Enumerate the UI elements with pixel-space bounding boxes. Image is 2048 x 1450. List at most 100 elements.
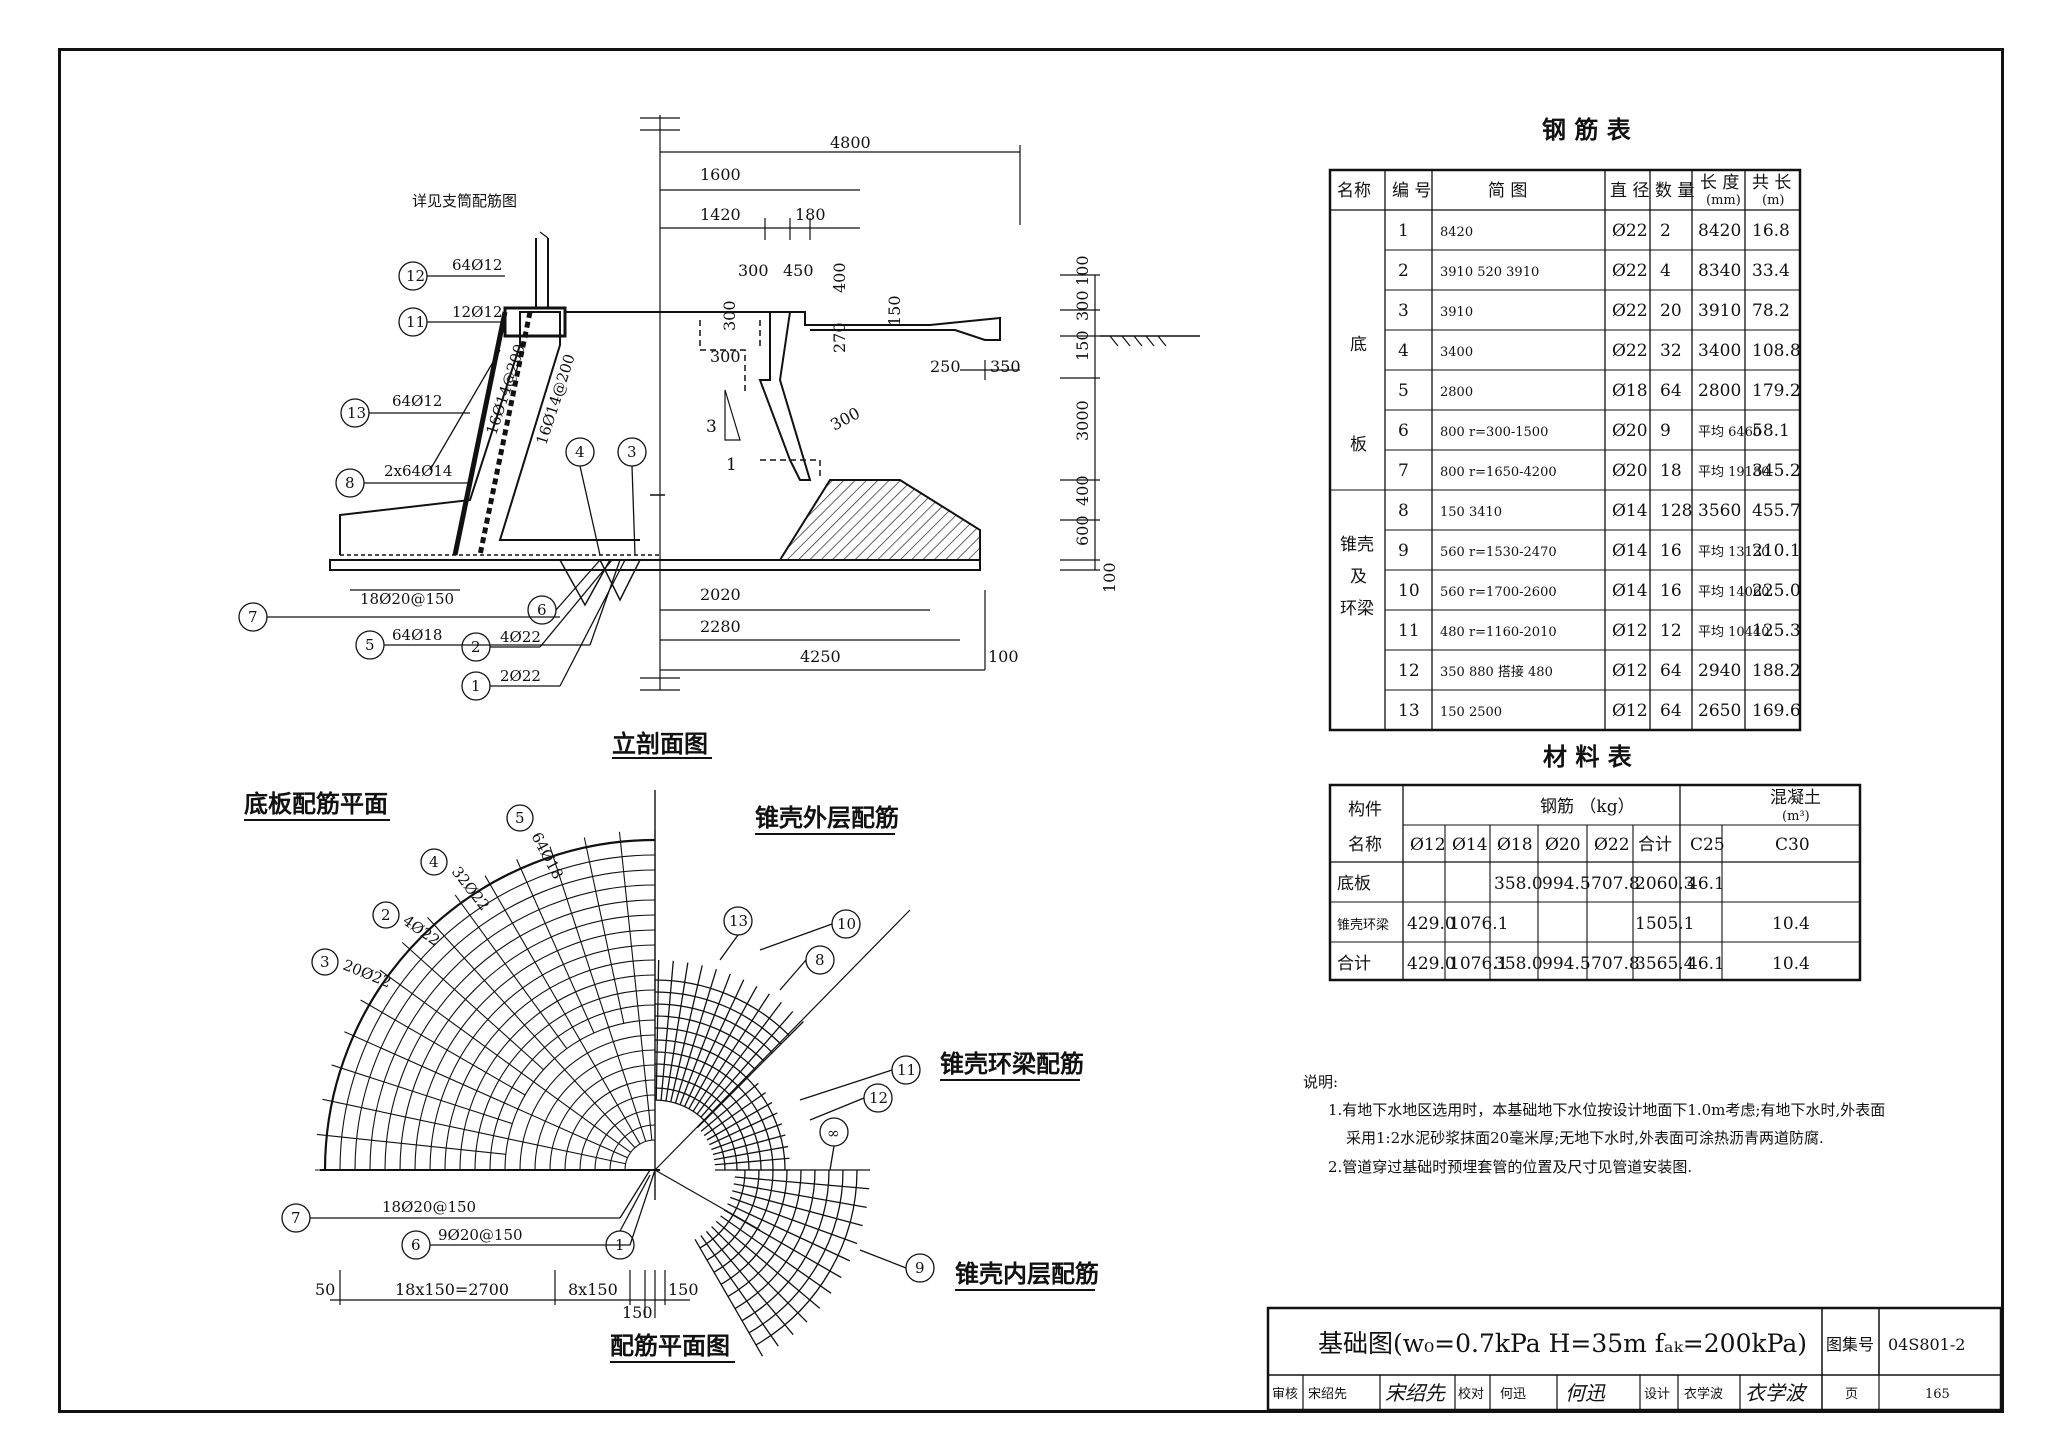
mat-row-value: 358.0 <box>1494 874 1543 894</box>
callout-2-text: 4Ø22 <box>500 628 541 646</box>
mat-sub-header: C25 <box>1690 835 1725 855</box>
dim-100b: 100 <box>988 647 1019 666</box>
dim-r3000: 3000 <box>1073 400 1092 441</box>
plan-callout-4: 4 <box>429 853 439 871</box>
rebar-row-total: 179.2 <box>1752 381 1801 401</box>
rebar-row-qty: 12 <box>1660 621 1682 641</box>
rebar-row-dia: Ø20 <box>1612 461 1648 481</box>
rebar-row-dia: Ø12 <box>1612 701 1648 721</box>
rebar-group-cone-2: 及 <box>1350 567 1367 587</box>
rebar-row-qty: 18 <box>1660 461 1682 481</box>
plan-dim-150a: 150 <box>622 1303 653 1322</box>
base-ring-bar <box>354 869 656 1171</box>
base-radial-bar <box>516 859 595 1034</box>
plan-callout-inf: ∞ <box>827 1124 840 1142</box>
rebar-row-dia: Ø14 <box>1612 541 1648 561</box>
base-ring-bar <box>429 944 656 1171</box>
dim-r100b: 100 <box>1100 562 1119 593</box>
rebar-row-shape: 480 r=1160-2010 <box>1440 625 1557 640</box>
plan-callouts <box>281 804 935 1283</box>
rebar-row-total: 169.6 <box>1752 701 1801 721</box>
rebar-row-shape: 2800 <box>1440 385 1473 400</box>
rebar-row-total: 125.3 <box>1752 621 1801 641</box>
plan-callout-5: 5 <box>515 809 525 827</box>
callout-1: 1 <box>471 677 481 695</box>
rebar-row-dia: Ø12 <box>1612 661 1648 681</box>
plan-callout-6: 6 <box>411 1236 421 1254</box>
rebar-row-total: 16.8 <box>1752 221 1790 241</box>
callout-4: 4 <box>575 443 585 461</box>
rebar-row-no: 6 <box>1398 421 1409 441</box>
callout-11: 11 <box>406 313 425 331</box>
base-radial-bar <box>427 916 636 1149</box>
dim-2020: 2020 <box>700 585 741 604</box>
rebar-row-shape: 800 r=300-1500 <box>1440 425 1548 440</box>
base-ring-bar <box>414 929 656 1171</box>
rebar-group-cone-3: 环梁 <box>1340 599 1374 619</box>
drawing-title: 基础图(w₀=0.7kPa H=35m fₐₖ=200kPa) <box>1318 1329 1807 1358</box>
callout-11-text: 12Ø12 <box>452 303 502 321</box>
rebar-row-len: 2940 <box>1698 661 1741 681</box>
dim-300c: 300 <box>710 347 741 366</box>
mat-row-value: 429.0 <box>1407 914 1456 934</box>
rebar-row-shape: 150 2500 <box>1440 705 1502 720</box>
plan-callout-12: 12 <box>869 1089 888 1107</box>
rebar-row-total: 455.7 <box>1752 501 1801 521</box>
check-label: 校对 <box>1458 1386 1484 1402</box>
rebar-row-total: 78.2 <box>1752 301 1790 321</box>
callout-8: 8 <box>345 474 355 492</box>
base-ring-bar <box>549 1064 656 1171</box>
callout-13: 13 <box>347 404 366 422</box>
rebar-row-no: 13 <box>1398 701 1420 721</box>
dim-r300: 300 <box>1073 290 1092 321</box>
cone-outer-radial <box>692 993 770 1112</box>
cone-inner-radial <box>729 1196 858 1245</box>
plan-callout-9: 9 <box>915 1259 925 1277</box>
cone-outer-radial <box>688 986 758 1110</box>
dim-400: 400 <box>830 262 849 293</box>
cone-inner-radial <box>700 1235 779 1347</box>
base-ring-bar <box>489 1004 656 1171</box>
mat-row-value: 358.0 <box>1494 954 1543 974</box>
rebar-row-shape: 560 r=1530-2470 <box>1440 545 1557 560</box>
callout-1-text: 2Ø22 <box>500 667 541 685</box>
mat-row-value: 46.1 <box>1687 954 1725 974</box>
reviewer-signature: 宋绍先 <box>1385 1381 1446 1405</box>
base-radial-bar <box>360 999 526 1096</box>
notes: 说明: 1.有地下水地区选用时，本基础地下水位按设计地面下1.0m考虑;有地下水… <box>1303 1073 1885 1176</box>
cone-outer-radial <box>683 979 745 1107</box>
designer: 衣学波 <box>1684 1386 1723 1402</box>
atlas-label: 图集号 <box>1826 1335 1874 1354</box>
rebar-row-qty: 16 <box>1660 581 1682 601</box>
ring-beam-ring <box>729 1094 762 1171</box>
mat-h-steel: 钢筋 （kg） <box>1540 797 1635 817</box>
rebar-row-qty: 64 <box>1660 701 1682 721</box>
base-ring-bar <box>504 1019 656 1171</box>
ring-beam-radial <box>700 1082 759 1132</box>
base-ring-bar <box>624 1139 656 1171</box>
dim-350: 350 <box>990 357 1021 376</box>
rebar-row-no: 9 <box>1398 541 1409 561</box>
title-cone-inner: 锥壳内层配筋 <box>955 1259 1099 1288</box>
rebar-row-dia: Ø14 <box>1612 581 1648 601</box>
base-ring-bar <box>384 899 656 1171</box>
mat-row-value: 10.4 <box>1772 954 1810 974</box>
ring-beam-radial <box>711 1123 783 1151</box>
rebar-row-len: 2800 <box>1698 381 1741 401</box>
dim-300b: 300 <box>720 300 739 331</box>
rebar-row-qty: 2 <box>1660 221 1671 241</box>
base-radial-bar <box>331 1064 513 1125</box>
drawing-frame <box>58 48 2004 1413</box>
title-block <box>1266 1306 2003 1412</box>
cone-inner-radial <box>711 1226 808 1323</box>
mat-h-concrete-unit: (m³) <box>1782 809 1810 824</box>
ring-beam-radial <box>696 1074 751 1129</box>
rebar-row-no: 10 <box>1398 581 1420 601</box>
dim-1600: 1600 <box>700 165 741 184</box>
callout-13-text: 64Ø12 <box>392 392 442 410</box>
base-ring-bar <box>609 1124 656 1171</box>
rebar-h-name: 名称 <box>1337 181 1371 201</box>
rebar-row-qty: 64 <box>1660 381 1682 401</box>
